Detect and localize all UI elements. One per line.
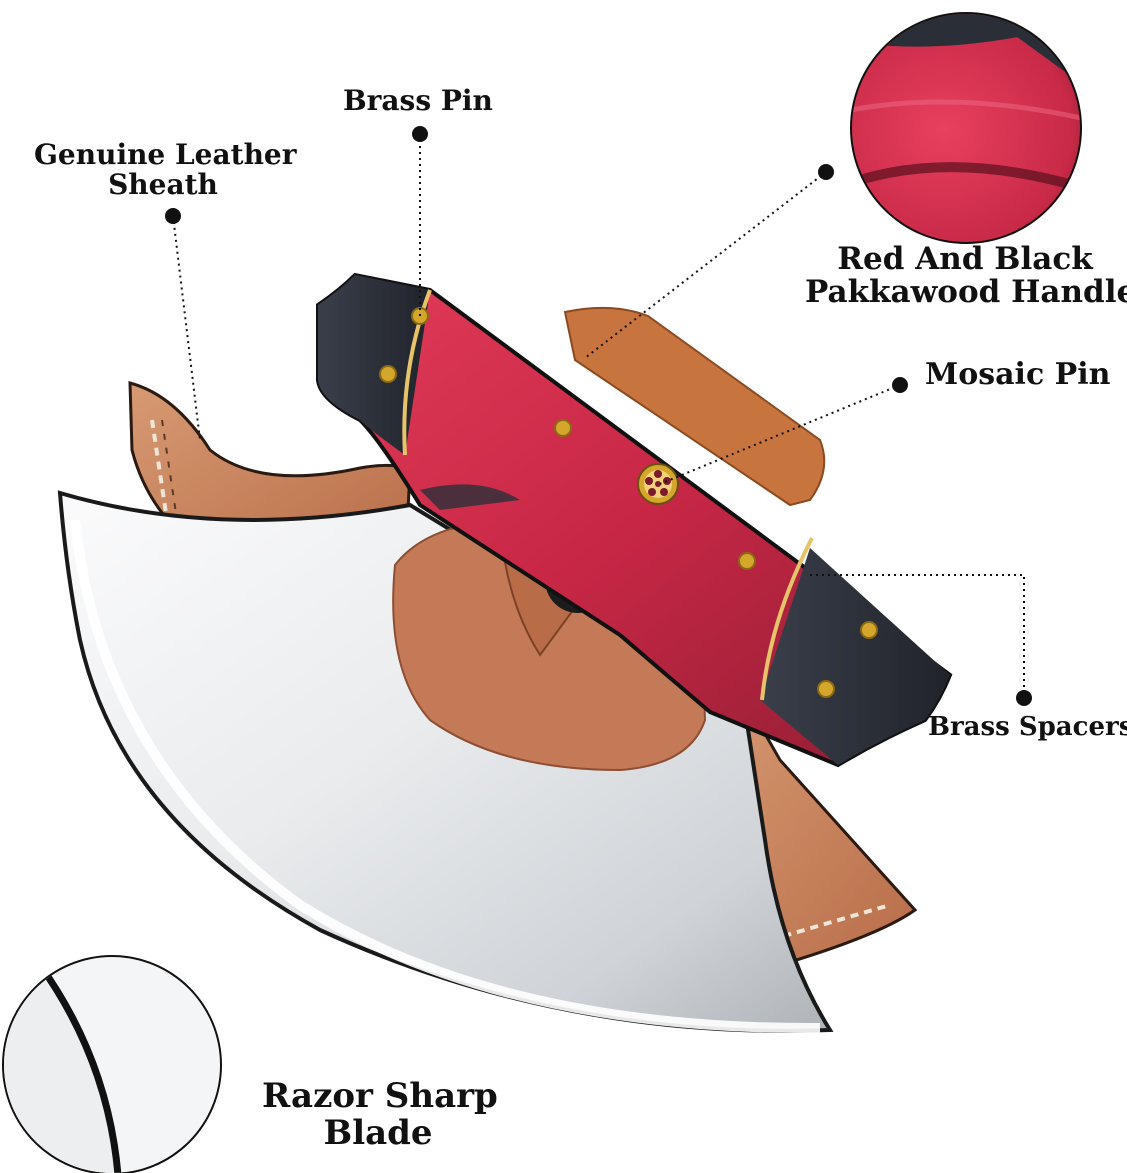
callout-lines: [172, 134, 1025, 698]
brass-pin: [817, 680, 835, 698]
callout-dots: [165, 126, 1032, 706]
label-mosaic-pin: Mosaic Pin: [925, 357, 1111, 392]
brass-pin: [860, 621, 878, 639]
label-leather-sheath-line1: Genuine Leather: [34, 138, 297, 171]
label-leather-sheath-line2: Sheath: [108, 168, 218, 202]
blade-zoom-circle: [2, 955, 222, 1173]
label-brass-spacers: Brass Spacers: [928, 712, 1127, 742]
handle-zoom-circle: [850, 12, 1082, 244]
label-leather-sheath: Genuine Leather Sheath: [34, 138, 297, 202]
label-blade-line1: Razor Sharp: [262, 1076, 498, 1116]
sheath-strap: [563, 306, 826, 507]
brass-spacer: [760, 537, 814, 701]
brass-pin: [738, 552, 756, 570]
label-blade-line2: Blade: [323, 1112, 433, 1153]
mosaic-pin: [637, 463, 679, 505]
label-brass-pin: Brass Pin: [343, 84, 493, 117]
label-handle: Red And Black Pakkawood Handle: [805, 241, 1127, 311]
brass-pin: [554, 419, 572, 437]
label-handle-line1: Red And Black: [837, 241, 1093, 277]
label-blade: Razor Sharp Blade: [262, 1076, 498, 1153]
brass-pin: [379, 365, 397, 383]
label-handle-line2: Pakkawood Handle: [805, 274, 1127, 311]
